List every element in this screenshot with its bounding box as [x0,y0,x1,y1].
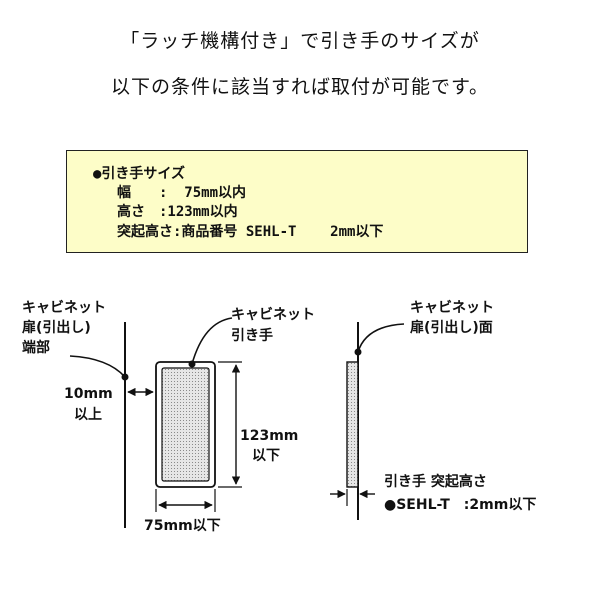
spec-height: 高さ :123mm以内 [117,204,238,220]
label-height-1: 123mm [240,428,299,444]
label-gap-1: 10mm [64,386,113,402]
label-handle-1: キャビネット [231,307,315,323]
heading-line-2: 以下の条件に該当すれば取付が可能です。 [110,76,490,98]
label-width: 75mm以下 [144,518,221,534]
label-door-edge-2: 扉(引出し) [22,320,91,336]
handle-leader [191,317,233,365]
label-protrusion-2: ●SEHL-T :2mm以下 [384,497,537,513]
label-gap-2: 以上 [74,407,102,423]
label-height-2: 以下 [252,448,280,464]
heading-line-1: 「ラッチ機構付き」で引き手のサイズが [120,30,480,52]
label-door-face-1: キャビネット [410,300,494,316]
spec-protrusion: 突起高さ:商品番号 SEHL-T 2mm以下 [117,224,384,240]
door-edge-leader [69,355,126,378]
spec-width: 幅 : 75mm以内 [117,185,247,201]
label-door-face-2: 扉(引出し)面 [410,320,493,336]
door-face-leader [357,323,405,353]
handle-profile [346,361,359,488]
spec-box: ●引き手サイズ 幅 : 75mm以内 高さ :123mm以内 突起高さ:商品番号… [66,150,528,253]
label-protrusion-1: 引き手 突起高さ [384,474,487,490]
handle-inner [161,367,210,482]
label-handle-2: 引き手 [231,328,273,344]
label-door-edge-3: 端部 [22,340,50,356]
spec-title: ●引き手サイズ [93,166,186,182]
label-door-edge-1: キャビネット [22,300,106,316]
